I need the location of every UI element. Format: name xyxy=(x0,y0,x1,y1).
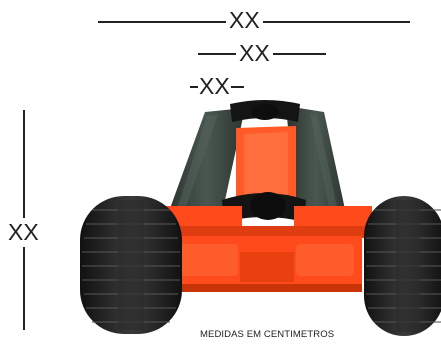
units-caption: MEDIDAS EM CENTIMETROS xyxy=(200,329,335,340)
right-wheel xyxy=(364,196,441,336)
top-strap xyxy=(230,100,300,122)
inner-gap-label: XX xyxy=(198,73,231,99)
right-belt xyxy=(286,106,346,214)
belt-width-label: XX xyxy=(236,42,273,65)
overall-width-label: XX xyxy=(226,9,263,32)
left-belt xyxy=(168,108,245,214)
orange-body xyxy=(162,206,372,292)
center-channel xyxy=(236,126,296,212)
height-label: XX xyxy=(6,218,41,247)
left-wheel xyxy=(80,196,182,334)
middle-strap xyxy=(222,192,306,222)
